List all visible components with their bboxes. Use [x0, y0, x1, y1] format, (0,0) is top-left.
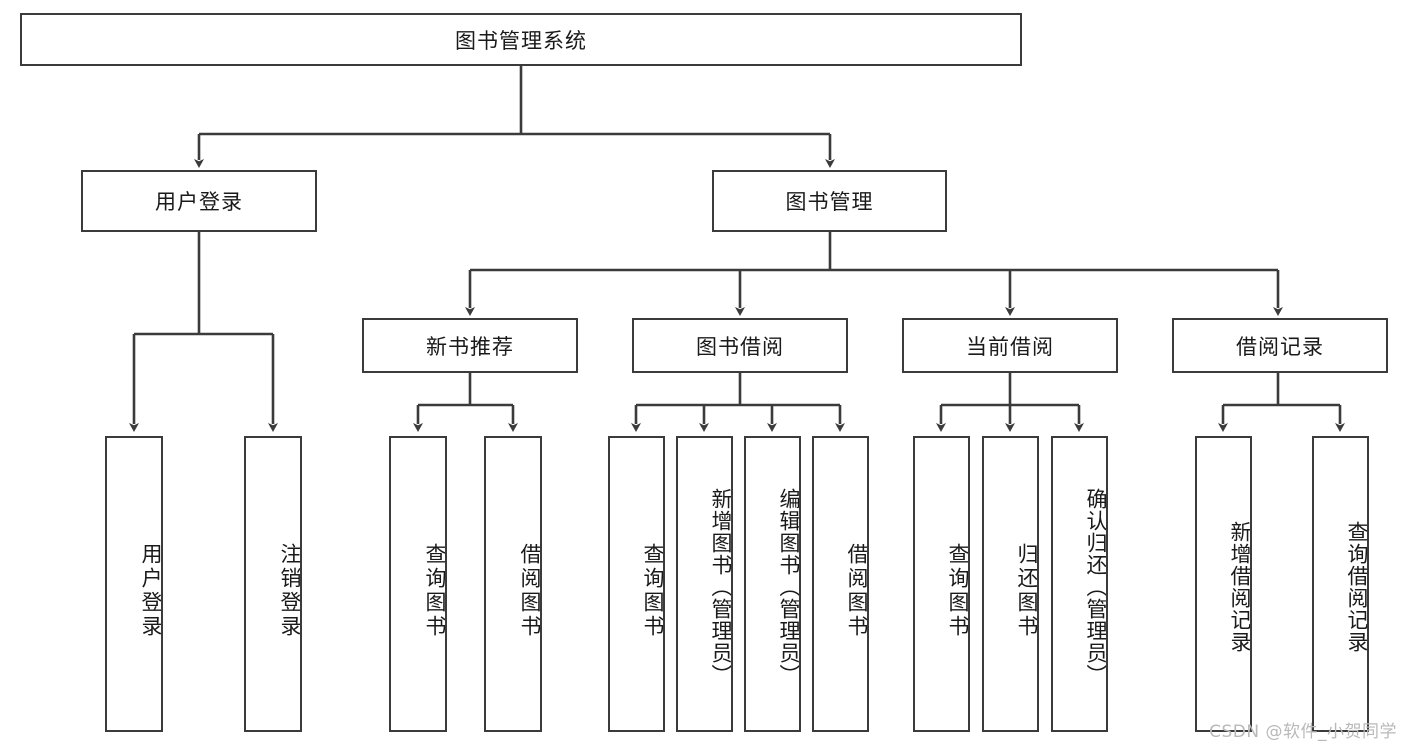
leaf-borrow-record-query-record[interactable]: 查询借阅记录 — [1312, 436, 1369, 732]
leaf-new-book-query-book[interactable]: 查询图书 — [389, 436, 447, 732]
node-book-management[interactable]: 图书管理 — [712, 170, 947, 232]
node-user-login[interactable]: 用户登录 — [81, 170, 317, 232]
leaf-book-borrow-query-book[interactable]: 查询图书 — [608, 436, 665, 732]
node-current-borrow[interactable]: 当前借阅 — [902, 318, 1118, 373]
node-book-borrow[interactable]: 图书借阅 — [632, 318, 848, 373]
leaf-current-borrow-confirm-return-admin[interactable]: 确认归还（管理员） — [1051, 436, 1108, 732]
leaf-current-borrow-query-book[interactable]: 查询图书 — [913, 436, 970, 732]
leaf-book-borrow-add-book-admin[interactable]: 新增图书（管理员） — [676, 436, 733, 732]
leaf-user-login-logout[interactable]: 注销登录 — [244, 436, 302, 732]
leaf-user-login-login[interactable]: 用户登录 — [105, 436, 163, 732]
csdn-watermark: CSDN @软件_小贺同学 — [1209, 722, 1397, 742]
node-root-book-management-system[interactable]: 图书管理系统 — [20, 13, 1022, 66]
node-borrow-record[interactable]: 借阅记录 — [1172, 318, 1388, 373]
node-new-book-recommend[interactable]: 新书推荐 — [362, 318, 578, 373]
leaf-current-borrow-return-book[interactable]: 归还图书 — [982, 436, 1039, 732]
leaf-borrow-record-add-record[interactable]: 新增借阅记录 — [1195, 436, 1252, 732]
leaf-book-borrow-borrow-book[interactable]: 借阅图书 — [812, 436, 869, 732]
leaf-book-borrow-edit-book-admin[interactable]: 编辑图书（管理员） — [744, 436, 801, 732]
leaf-new-book-borrow-book[interactable]: 借阅图书 — [484, 436, 542, 732]
